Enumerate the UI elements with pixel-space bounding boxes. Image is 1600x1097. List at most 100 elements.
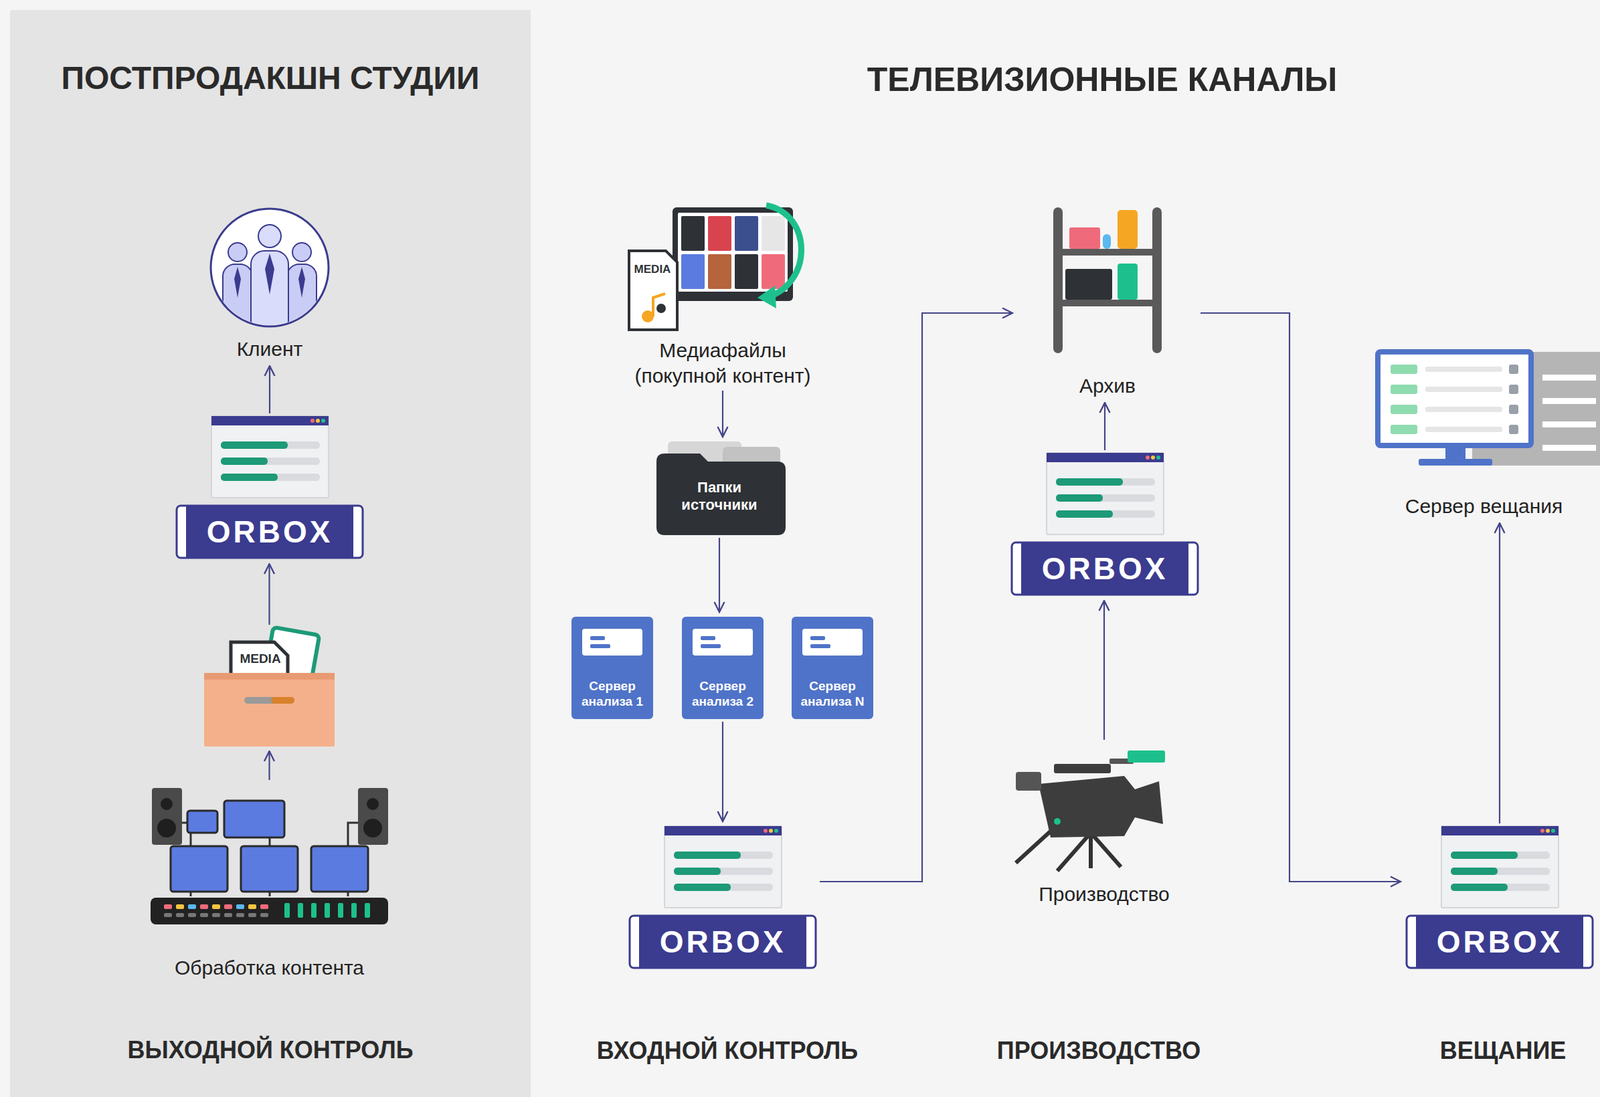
viewfinder [1015,772,1042,791]
icon-group [1053,207,1162,354]
back-monitor-row [1542,374,1596,381]
screen [224,801,285,838]
flow-arrow [722,722,724,822]
window [664,826,782,909]
panel-ground [10,10,531,1097]
flow-arrow [268,564,270,626]
box-handle [244,697,295,704]
window-dot [1540,829,1545,834]
progress-fill [1450,851,1518,860]
folder-front [656,453,786,536]
broadcast-server: Сервер вещания [1371,341,1596,519]
row-square [1508,384,1519,395]
window-dot [1150,455,1155,460]
binder [1117,210,1138,249]
orbox-case [176,505,363,559]
stage-label: ВЫХОДНОЙ КОНТРОЛЬ [16,1035,524,1067]
progress-fill [673,867,721,876]
icon-group [150,788,389,925]
progress-fill [220,441,288,450]
back-monitor-row [1542,445,1596,452]
orbox-unit: ORBOX [628,826,818,970]
window-dot [321,418,326,423]
screen [311,846,369,893]
server-line [590,644,611,649]
speaker-cone [363,819,383,838]
node-caption: Обработка контента [174,955,365,982]
thumbnail [734,216,759,251]
analysis-server: Сервер анализа N [788,616,876,720]
monitor-screen [1377,351,1532,446]
row-square [1508,364,1519,375]
status-light [1053,818,1061,826]
product-logo: ORBOX [1041,542,1169,595]
thumbnail [707,216,732,251]
window-dot [1545,829,1550,834]
speaker [151,788,183,846]
production-camera: Производство [990,742,1218,907]
person-head [228,242,247,262]
fader [351,903,357,919]
key [260,904,269,910]
progress-fill [1055,510,1113,518]
window-header [1441,826,1559,836]
section-title: ТЕЛЕВИЗИОННЫЕ КАНАЛЫ [867,60,1338,100]
key [212,904,221,910]
person-body [250,250,289,338]
speaker-cone [160,798,173,811]
window-header [1046,453,1164,463]
orbox-case [1406,916,1593,969]
source-folder: Папки источники [653,441,786,536]
server-panel [692,629,753,656]
window-header [211,416,329,426]
person-head [292,242,312,262]
icon-group [629,826,816,969]
node-caption: Архив [1079,373,1136,399]
progress-track [220,457,320,466]
window-dot [774,829,779,834]
server-panel [582,629,643,656]
node-caption: Папки источники [669,479,770,515]
row-mark [1390,364,1418,375]
key [236,913,245,918]
node-caption: MEDIA [234,651,287,668]
progress-fill [220,457,268,466]
icon-group [1377,351,1532,466]
person-head [258,224,282,248]
product-logo: ORBOX [206,505,334,559]
window-header [664,826,782,836]
key [200,904,209,910]
window [211,416,329,498]
key [248,904,257,910]
refresh-arrow-head [757,285,777,309]
person-tie [298,267,306,298]
icon-art [204,627,335,747]
flow-arrow [718,538,721,613]
shelf [1053,299,1162,307]
stage-label: ВЕЩАНИЕ [1440,1037,1567,1066]
flow-arrow [722,390,724,437]
thumbnail [707,254,732,290]
node-caption: Сервер анализа 2 [679,679,767,710]
camera-body [1038,776,1164,838]
progress-track [220,473,320,482]
server-line [810,636,826,641]
icon-group [204,627,335,747]
back-monitor-row [1542,398,1596,405]
media-files: MEDIAМедиафайлы (покупной контент) [608,204,837,389]
orbox-case [629,916,816,969]
server-line [810,644,831,649]
section-title: ПОСТПРОДАКШН СТУДИИ [16,57,524,100]
window [1441,826,1559,909]
binder [1117,263,1138,300]
key [224,904,233,910]
node-caption: Производство [1038,881,1170,908]
window-dot [1145,455,1150,460]
monitor-screen [677,212,788,292]
window [1046,453,1164,535]
product-logo: ORBOX [659,916,787,969]
row-mark [1390,384,1418,395]
stage-label: ВХОДНОЙ КОНТРОЛЬ [596,1037,859,1066]
person-tie [234,267,241,298]
node-caption: Сервер анализа 1 [568,679,656,710]
